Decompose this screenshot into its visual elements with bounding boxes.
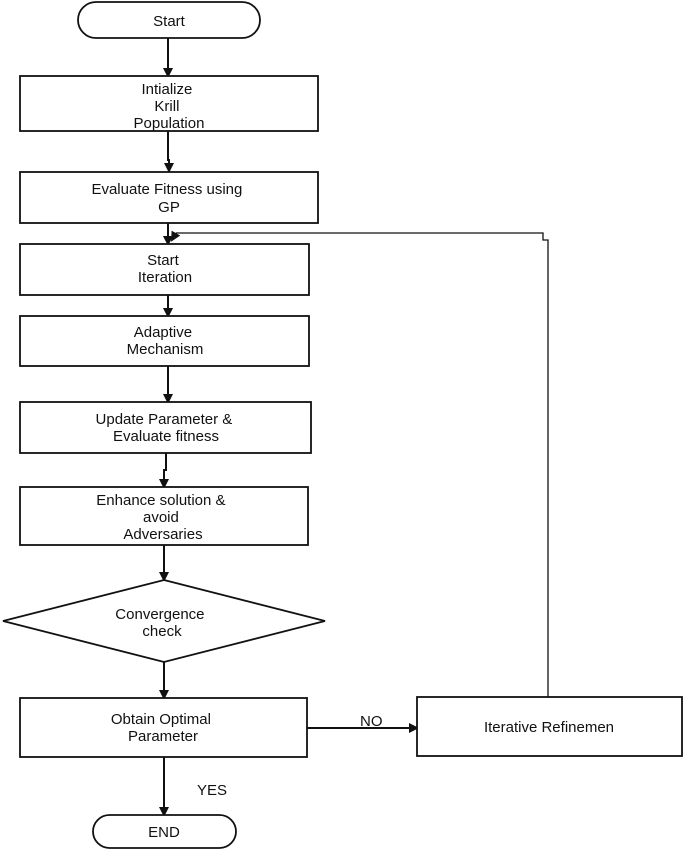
node-obtain: Obtain Optimal Parameter: [19, 697, 308, 758]
node-refine: Iterative Refinemen: [416, 696, 683, 757]
init-process-shape: [19, 75, 319, 132]
obtain-process-shape: [19, 697, 308, 758]
node-adaptive-label: Adaptive Mechanism: [127, 324, 204, 358]
node-evaluate: Evaluate Fitness using GP: [19, 171, 319, 224]
edge-label-yes: YES: [197, 782, 227, 799]
node-convergence: Convergence check: [2, 579, 326, 663]
node-iteration: Start Iteration: [19, 243, 310, 296]
node-update-label: Update Parameter & Evaluate fitness: [96, 411, 237, 445]
evaluate-process-shape: [19, 171, 319, 224]
edge-refine-loop-back: [176, 232, 549, 697]
iteration-process-shape: [19, 243, 310, 296]
node-enhance: Enhance solution & avoid Adversaries: [19, 486, 309, 546]
node-adaptive: Adaptive Mechanism: [19, 315, 310, 367]
node-start-label: Start: [153, 13, 186, 30]
node-enhance-label: Enhance solution & avoid Adversaries: [96, 492, 229, 543]
edge-loop-arrow-stub: [171, 230, 181, 242]
convergence-decision-shape: [2, 579, 326, 663]
node-init: Intialize Krill Population: [19, 75, 319, 132]
start-terminal-shape: [77, 1, 261, 39]
node-init-label: Intialize Krill Population: [134, 81, 205, 132]
edge-update-enhance: [159, 453, 169, 489]
node-refine-label: Iterative Refinemen: [484, 719, 614, 736]
update-process-shape: [19, 401, 312, 454]
node-evaluate-label: Evaluate Fitness using GP: [91, 181, 246, 216]
node-update: Update Parameter & Evaluate fitness: [19, 401, 312, 454]
end-terminal-shape: [92, 814, 237, 849]
node-iteration-label: Start Iteration: [138, 252, 192, 286]
edge-label-no: NO: [360, 713, 383, 730]
node-start: Start: [77, 1, 261, 39]
node-obtain-label: Obtain Optimal Parameter: [111, 711, 215, 745]
edge-init-evaluate: [164, 131, 174, 173]
adaptive-process-shape: [19, 315, 310, 367]
node-convergence-label: Convergence check: [115, 606, 208, 640]
refine-process-shape: [416, 696, 683, 757]
enhance-process-shape: [19, 486, 309, 546]
node-end-label: END: [148, 824, 180, 841]
node-end: END: [92, 814, 237, 849]
